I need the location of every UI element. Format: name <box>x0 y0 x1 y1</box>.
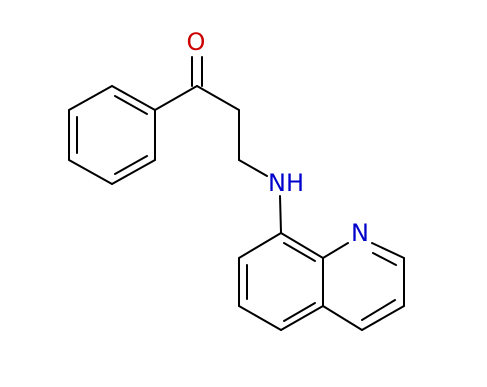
bond-benzene-6 <box>68 85 113 111</box>
bond-benzene-3 <box>111 159 156 185</box>
bond-quinoline-10 <box>322 305 363 331</box>
bond-quinoline-6 <box>322 242 349 259</box>
bond-quinoline-9 <box>361 305 405 331</box>
bond-quinoline-7 <box>371 242 405 259</box>
bonds <box>68 56 405 331</box>
bond-quinoline-5 <box>280 232 324 259</box>
bond-quinoline-inner-4 <box>372 252 397 266</box>
bond-ring-to-carbonyl <box>154 85 198 111</box>
bond-quinoline-inner-5 <box>361 299 396 321</box>
bond-chain-to-amine <box>238 159 268 177</box>
oxygen-atom-label: O <box>187 28 206 56</box>
bond-benzene-4 <box>68 159 113 185</box>
bond-quinoline-inner-2 <box>283 302 316 322</box>
amine-nh-label: NH <box>268 169 304 197</box>
bond-benzene-inner-1 <box>114 95 148 115</box>
bond-quinoline-1 <box>238 232 282 259</box>
bond-benzene-inner-2 <box>114 155 148 175</box>
bond-quinoline-4 <box>280 305 324 331</box>
bond-amine-to-ring <box>279 195 282 234</box>
ring-nitrogen-label: N <box>351 219 369 247</box>
bond-quinoline-3 <box>238 305 282 331</box>
bond-quinoline-inner-3 <box>283 242 316 262</box>
bond-chain-1 <box>196 85 240 111</box>
bond-benzene-1 <box>111 85 156 111</box>
